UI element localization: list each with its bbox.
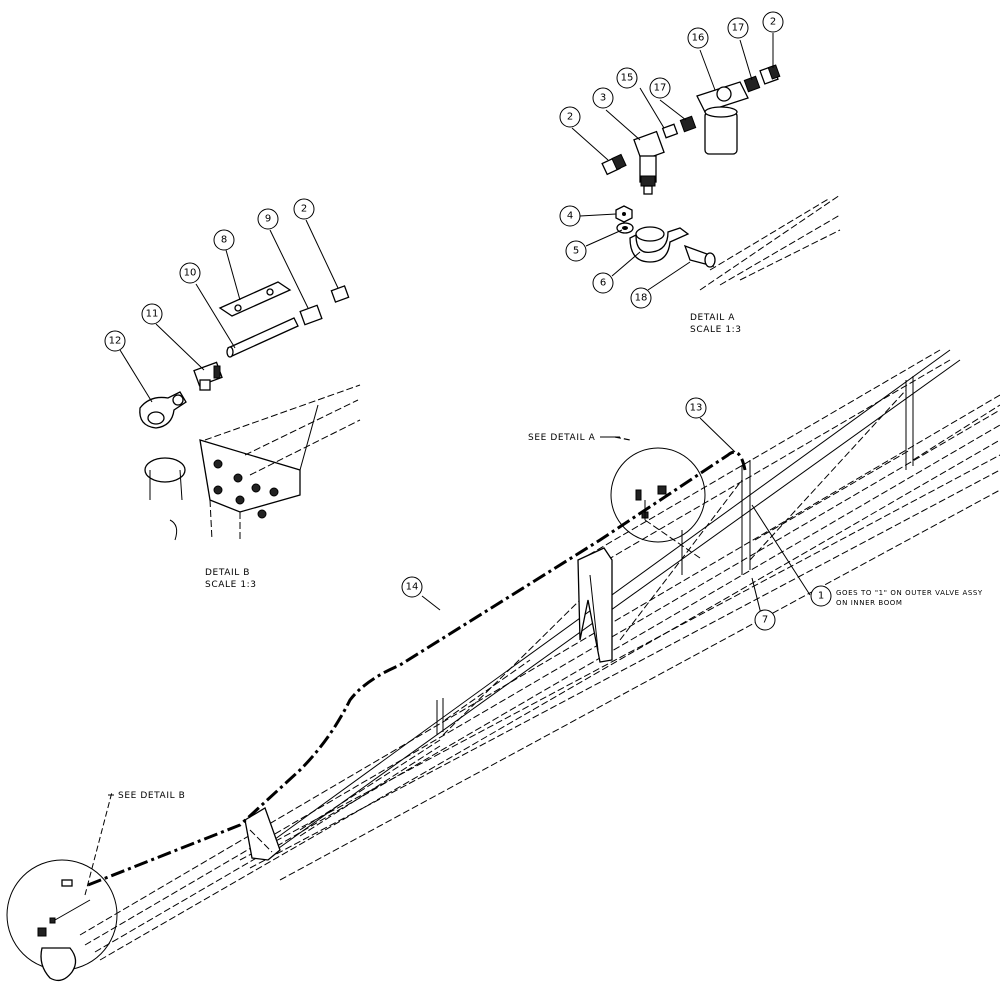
callout-2-detail-a-right: 2 xyxy=(762,11,784,33)
callout-6: 6 xyxy=(592,272,614,294)
fitting-2-left xyxy=(601,153,627,176)
callout-11-text: 11 xyxy=(146,309,159,320)
callout-2-right-text: 2 xyxy=(770,17,776,28)
callout-16: 16 xyxy=(687,27,709,49)
callout-8: 8 xyxy=(213,229,235,251)
callout-9-text: 9 xyxy=(265,214,271,225)
see-detail-a-label: SEE DETAIL A xyxy=(528,433,596,443)
see-detail-b-label: SEE DETAIL B xyxy=(118,791,185,801)
sleeve-9 xyxy=(299,304,323,326)
leader-lines xyxy=(108,33,811,796)
valve-3 xyxy=(633,130,665,195)
detail-a-title: DETAIL A xyxy=(690,313,735,323)
callout-10-text: 10 xyxy=(184,268,197,279)
note-1-line-1: GOES TO "1" ON OUTER VALVE ASSY xyxy=(836,589,983,597)
callout-1: 1 xyxy=(810,585,832,607)
detail-a-exploded xyxy=(601,64,841,291)
callout-13-text: 13 xyxy=(690,403,703,414)
callout-5: 5 xyxy=(565,240,587,262)
nut-4 xyxy=(615,205,633,223)
callout-11: 11 xyxy=(141,303,163,325)
callout-1-text: 1 xyxy=(818,591,824,602)
callout-3: 3 xyxy=(592,87,614,109)
callout-2-detail-b: 2 xyxy=(293,198,315,220)
note-1-line-2: ON INNER BOOM xyxy=(836,599,903,607)
fitting-2-detail-b xyxy=(330,285,350,303)
callout-16-text: 16 xyxy=(692,33,705,44)
boom-frame xyxy=(79,349,1000,961)
callout-13: 13 xyxy=(685,397,707,419)
fitting-2-right xyxy=(759,64,781,85)
callout-18: 18 xyxy=(630,287,652,309)
callout-8-text: 8 xyxy=(221,235,227,246)
detail-a-circle xyxy=(610,436,706,559)
callout-7-text: 7 xyxy=(762,615,768,626)
callout-4: 4 xyxy=(559,205,581,227)
callout-5-text: 5 xyxy=(573,246,579,257)
detail-b-exploded xyxy=(139,281,361,541)
callout-6-text: 6 xyxy=(600,278,606,289)
callout-7: 7 xyxy=(754,609,776,631)
callout-2-detail-a-left: 2 xyxy=(559,106,581,128)
callout-17-right-text: 17 xyxy=(732,23,745,34)
clamp-6 xyxy=(629,226,690,263)
bracket-8 xyxy=(218,281,292,317)
callout-18-text: 18 xyxy=(635,293,648,304)
callout-9: 9 xyxy=(257,208,279,230)
callout-17-left: 17 xyxy=(649,77,671,99)
detail-a-scale: SCALE 1:3 xyxy=(690,325,742,335)
callout-10: 10 xyxy=(179,262,201,284)
callout-15: 15 xyxy=(616,67,638,89)
callout-4-text: 4 xyxy=(567,211,573,222)
callout-15-text: 15 xyxy=(621,73,634,84)
callout-14: 14 xyxy=(401,576,423,598)
strainer-16 xyxy=(696,81,749,155)
fitting-15 xyxy=(661,123,679,139)
hose-14 xyxy=(87,450,747,887)
tee-11 xyxy=(193,361,223,391)
callout-2-detail-b-text: 2 xyxy=(301,204,307,215)
callout-3-text: 3 xyxy=(600,93,606,104)
detail-b-title: DETAIL B xyxy=(205,568,250,578)
callout-12-text: 12 xyxy=(109,336,122,347)
callout-14-text: 14 xyxy=(406,582,419,593)
tube-10 xyxy=(226,317,299,358)
detail-b-circle xyxy=(6,791,118,982)
detail-b-scale: SCALE 1:3 xyxy=(205,580,257,590)
tube-18 xyxy=(683,244,716,268)
fitting-17-right xyxy=(743,75,761,93)
nozzle-12 xyxy=(139,391,187,429)
callout-2-text: 2 xyxy=(567,112,573,123)
callout-12: 12 xyxy=(104,330,126,352)
fitting-17-left xyxy=(679,115,697,133)
callout-17-right: 17 xyxy=(727,17,749,39)
callout-17-left-text: 17 xyxy=(654,83,667,94)
